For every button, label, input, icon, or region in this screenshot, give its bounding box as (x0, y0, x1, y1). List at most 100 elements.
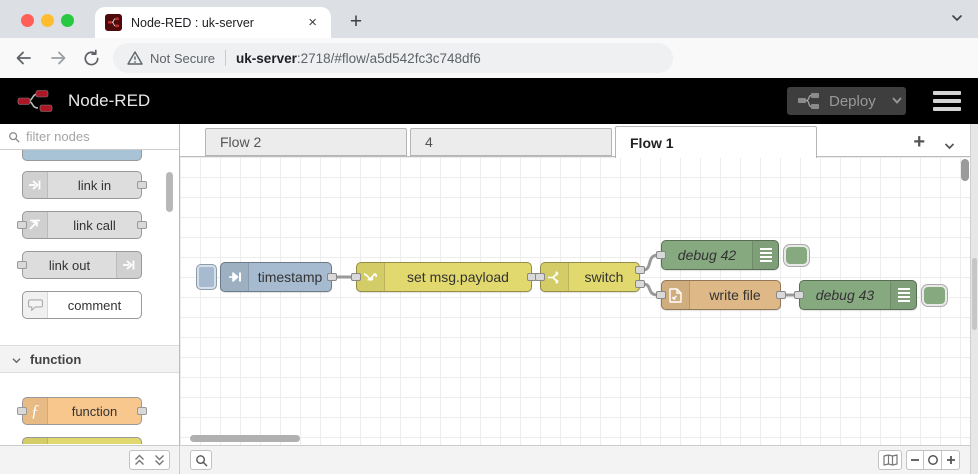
palette-node-link-in[interactable]: link in (22, 171, 147, 199)
node-port-input[interactable] (351, 273, 361, 281)
palette-scrollbar-thumb[interactable] (166, 172, 173, 212)
flow-node-switch[interactable]: switch (535, 262, 645, 292)
browser-tab-strip: Node-RED : uk-server × + (0, 0, 978, 38)
switch-icon (541, 263, 569, 291)
link-in-icon (23, 172, 48, 198)
tab-close-icon[interactable]: × (308, 14, 317, 31)
palette-category-function[interactable]: function (0, 345, 179, 373)
flow-list-chevron-icon[interactable] (944, 137, 955, 155)
palette-search[interactable] (0, 124, 179, 150)
inject-icon (221, 263, 249, 291)
tab-flow-1[interactable]: Flow 1 (615, 126, 817, 158)
node-label: debug 42 (677, 247, 737, 263)
collapse-all-categories-button[interactable] (129, 450, 150, 470)
security-label: Not Secure (150, 50, 216, 66)
flow-node-inject-timestamp[interactable]: timestamp (196, 262, 337, 292)
debug-sidebar-icon (752, 241, 778, 269)
back-icon[interactable] (14, 48, 34, 68)
palette-category-label: function (30, 351, 82, 367)
palette-node-list: link in link call link out (0, 150, 179, 444)
deploy-button[interactable]: Deploy (787, 87, 906, 115)
chevron-down-icon (12, 352, 21, 367)
node-port[interactable] (17, 221, 27, 229)
wire (642, 253, 659, 272)
page-scrollbar-thumb[interactable] (972, 258, 977, 330)
flow-node-debug-42[interactable]: debug 42 (656, 240, 809, 270)
navigator-button[interactable] (878, 450, 902, 470)
node-port-output[interactable] (776, 291, 786, 299)
browser-tab-title: Node-RED : uk-server (131, 15, 254, 30)
node-red-header: Node-RED Deploy (0, 78, 978, 124)
address-bar[interactable]: Not Secure uk-server:2718/#flow/a5d542fc… (113, 43, 673, 73)
debug-toggle-button[interactable] (784, 245, 809, 266)
link-out-icon (116, 252, 141, 278)
flow-tab-bar: Flow 2 4 Flow 1 + (180, 124, 970, 158)
not-secure-warning-icon[interactable] (127, 50, 143, 66)
palette-node-link-out[interactable]: link out (17, 251, 142, 279)
wire (642, 282, 659, 297)
node-port-input[interactable] (794, 291, 804, 299)
zoom-out-button[interactable] (906, 450, 924, 470)
zoom-controls (906, 450, 960, 470)
traffic-light-zoom[interactable] (61, 14, 74, 27)
deploy-chevron-icon[interactable] (892, 96, 902, 107)
zoom-reset-button[interactable] (924, 450, 942, 470)
switch-icon (23, 438, 48, 444)
palette-node-label: link call (73, 217, 116, 233)
tab-flow-4[interactable]: 4 (410, 128, 612, 156)
node-label: timestamp (257, 269, 323, 285)
omnibox-divider (225, 50, 227, 66)
node-label: debug 43 (815, 287, 875, 303)
palette-node-partial-top[interactable] (22, 150, 142, 161)
node-port-output[interactable] (327, 273, 337, 281)
palette-footer (0, 445, 180, 474)
right-edge-strip (970, 124, 978, 474)
debug-toggle-button[interactable] (922, 285, 947, 306)
node-port[interactable] (137, 221, 147, 229)
tabstrip-chevron-down-icon[interactable] (950, 11, 964, 30)
palette-filter-input[interactable] (26, 129, 156, 144)
add-flow-icon[interactable]: + (913, 131, 925, 153)
palette-node-link-call[interactable]: link call (17, 211, 147, 239)
traffic-light-close[interactable] (21, 14, 34, 27)
new-tab-icon[interactable]: + (349, 10, 363, 33)
node-port[interactable] (137, 181, 147, 189)
search-flows-button[interactable] (190, 450, 212, 470)
node-port-input[interactable] (535, 273, 545, 281)
deploy-label: Deploy (829, 92, 876, 110)
main-menu-icon[interactable] (933, 91, 961, 115)
node-label: set msg.payload (407, 269, 509, 285)
node-label: write file (709, 287, 761, 303)
node-port-input[interactable] (656, 291, 666, 299)
change-icon (357, 263, 385, 291)
tab-label: Flow 2 (220, 134, 262, 150)
comment-icon (23, 292, 48, 318)
flow-node-debug-43[interactable]: debug 43 (794, 280, 947, 310)
palette-node-partial-bottom[interactable] (22, 437, 142, 444)
palette-node-function[interactable]: ƒ function (17, 397, 147, 425)
deploy-icon (797, 92, 821, 110)
inject-button[interactable] (196, 264, 217, 290)
canvas-footer (180, 445, 970, 474)
browser-tab[interactable]: Node-RED : uk-server × (95, 7, 331, 38)
node-port[interactable] (17, 261, 27, 269)
tab-flow-2[interactable]: Flow 2 (205, 128, 407, 156)
node-port-output-1[interactable] (635, 266, 645, 274)
flow-canvas[interactable]: timestamp set msg.payload switch debug 4… (180, 157, 970, 445)
canvas-horizontal-scrollbar-thumb[interactable] (190, 435, 300, 442)
flow-node-change-set-msg-payload[interactable]: set msg.payload (351, 262, 537, 292)
node-port[interactable] (17, 407, 27, 415)
node-port[interactable] (137, 407, 147, 415)
reload-icon[interactable] (82, 49, 101, 68)
expand-all-categories-button[interactable] (149, 450, 170, 470)
forward-icon[interactable] (48, 48, 68, 68)
palette-node-comment[interactable]: comment (22, 291, 142, 319)
zoom-in-button[interactable] (942, 450, 960, 470)
app-title: Node-RED (68, 91, 151, 110)
node-port-output-2[interactable] (635, 280, 645, 288)
flow-node-write-file[interactable]: write file (656, 280, 786, 310)
palette-node-label: comment (67, 297, 122, 313)
traffic-light-minimize[interactable] (41, 14, 54, 27)
node-port-input[interactable] (656, 251, 666, 259)
canvas-vertical-scrollbar-thumb[interactable] (961, 159, 969, 181)
